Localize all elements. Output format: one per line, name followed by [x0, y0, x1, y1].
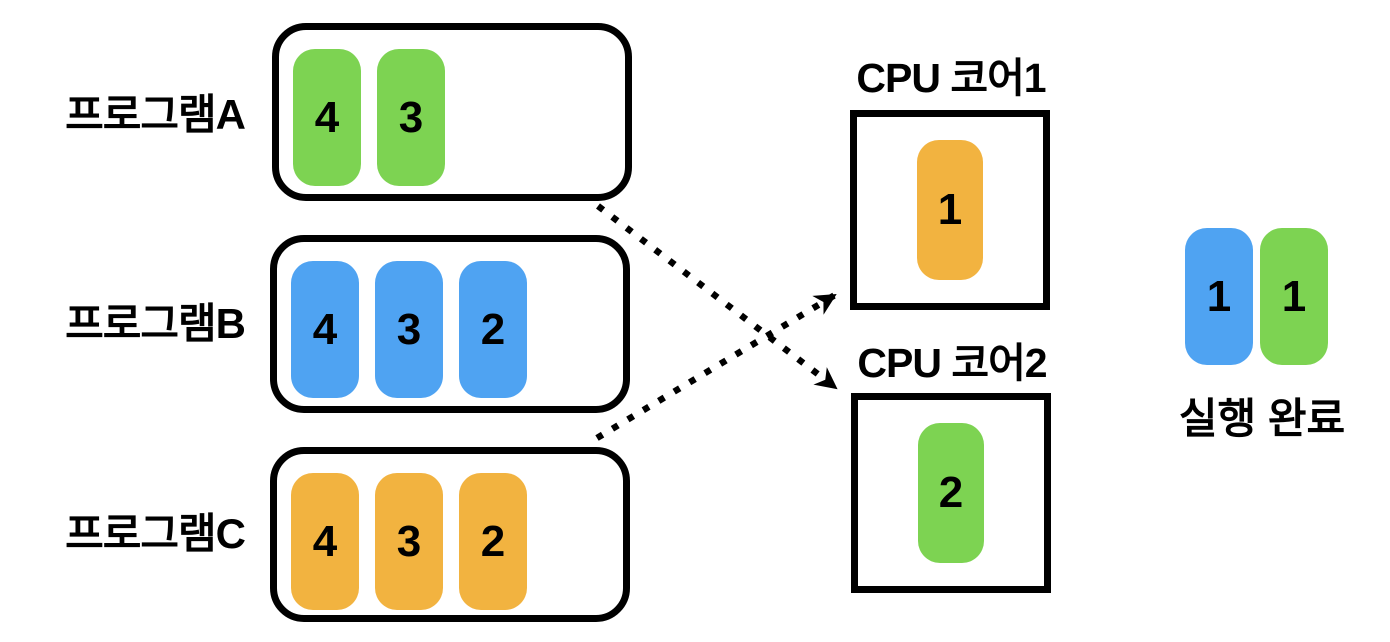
- task-pill-label: 1: [937, 185, 963, 234]
- completed-label: 실행 완료: [1178, 395, 1346, 442]
- program-a-label: 프로그램A: [65, 91, 246, 138]
- program-c-queue-box: 4 3 2: [270, 447, 630, 622]
- cpu-core2-label: CPU 코어2: [857, 340, 1047, 386]
- cpu-core1-label: CPU 코어1: [856, 55, 1046, 101]
- task-pill-label: 3: [398, 92, 424, 142]
- task-pill-c2: 2: [459, 473, 527, 610]
- core2-task-pill: 2: [918, 423, 984, 563]
- task-pill-label: 3: [396, 304, 422, 354]
- program-c-label: 프로그램C: [65, 510, 246, 557]
- task-pill-a3: 3: [377, 49, 445, 186]
- task-pill-label: 4: [312, 516, 338, 566]
- task-pill-label: 2: [480, 304, 506, 354]
- arrow-program-a-to-core2: [596, 203, 838, 391]
- core1-task-pill: 1: [917, 140, 983, 280]
- task-pill-b3: 3: [375, 261, 443, 398]
- completed-tasks-group: 1 1: [1185, 228, 1328, 365]
- task-pill-label: 2: [938, 468, 964, 517]
- program-b-label: 프로그램B: [65, 300, 246, 347]
- task-pill-label: 3: [396, 516, 422, 566]
- cpu-core1-box: 1: [850, 110, 1050, 310]
- completed-task-pill-blue: 1: [1185, 228, 1253, 365]
- completed-task-pill-green: 1: [1260, 228, 1328, 365]
- task-pill-label: 4: [312, 304, 338, 354]
- task-pill-label: 4: [314, 92, 340, 142]
- task-pill-label: 1: [1206, 271, 1232, 321]
- task-pill-c3: 3: [375, 473, 443, 610]
- task-pill-label: 2: [480, 516, 506, 566]
- task-pill-label: 1: [1281, 271, 1307, 321]
- task-pill-a4: 4: [293, 49, 361, 186]
- arrow-program-c-to-core1: [595, 292, 837, 441]
- program-a-queue-box: 4 3: [272, 23, 632, 201]
- task-pill-b4: 4: [291, 261, 359, 398]
- task-pill-c4: 4: [291, 473, 359, 610]
- cpu-core2-box: 2: [851, 393, 1051, 593]
- program-b-queue-box: 4 3 2: [270, 235, 630, 413]
- task-pill-b2: 2: [459, 261, 527, 398]
